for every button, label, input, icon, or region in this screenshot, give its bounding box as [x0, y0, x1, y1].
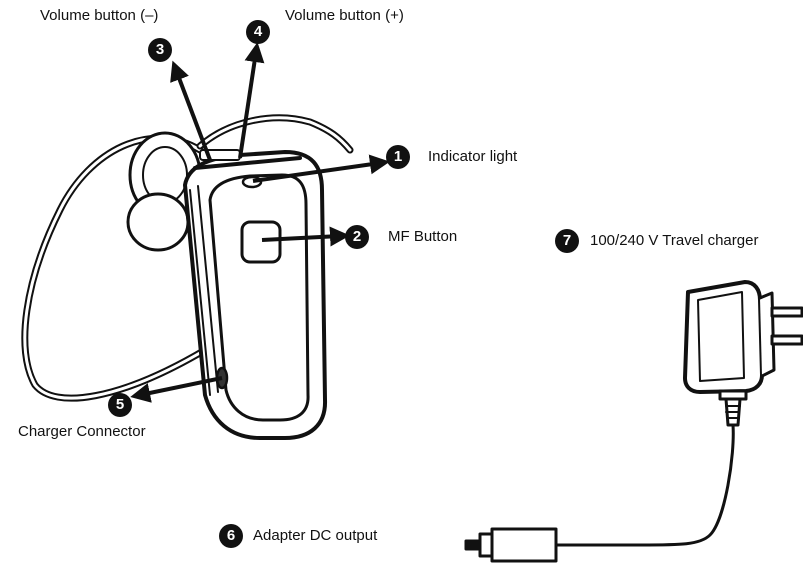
- callout-label-mf-button: MF Button: [388, 228, 458, 245]
- arrow-indicator: [252, 154, 390, 183]
- travel-charger-icon: [464, 280, 803, 563]
- callout-label-indicator-light: Indicator light: [428, 148, 518, 165]
- callout-number-6: 6: [219, 524, 243, 548]
- arrow-mf: [261, 226, 350, 247]
- callout-number-5: 5: [108, 393, 132, 417]
- bluetooth-headset-icon: [21, 114, 354, 440]
- callout-label-volume-minus: Volume button (–): [40, 7, 159, 24]
- arrow-charger-connector: [130, 376, 223, 403]
- callout-label-volume-plus: Volume button (+): [285, 7, 404, 24]
- arrow-vol-plus: [238, 42, 265, 159]
- arrow-vol-minus: [170, 60, 212, 161]
- callout-number-1: 1: [386, 145, 410, 169]
- callout-label-travel-charger: 100/240 V Travel charger: [590, 232, 759, 249]
- callout-number-7: 7: [555, 229, 579, 253]
- callout-number-2: 2: [345, 225, 369, 249]
- callout-number-4: 4: [246, 20, 270, 44]
- callout-number-3: 3: [148, 38, 172, 62]
- callout-label-charger-connector: Charger Connector: [18, 423, 146, 440]
- callout-label-adapter-dc-output: Adapter DC output: [253, 527, 378, 544]
- callout-arrows: [130, 42, 390, 403]
